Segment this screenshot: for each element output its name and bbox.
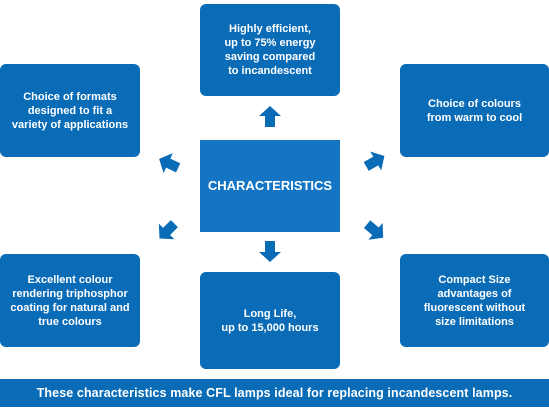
caption-banner: These characteristics make CFL lamps ide…: [0, 379, 549, 407]
arrow-down-icon: [259, 241, 281, 262]
center-characteristics: CHARACTERISTICS: [200, 140, 340, 232]
arrow-down-left-icon: [151, 215, 183, 247]
node-long-life: Long Life, up to 15,000 hours: [200, 272, 340, 369]
node-energy-efficiency: Highly efficient, up to 75% energy savin…: [200, 4, 340, 96]
node-choice-of-formats: Choice of formats designed to fit a vari…: [0, 64, 140, 157]
arrow-up-left-icon: [154, 148, 183, 178]
node-compact-size: Compact Size advantages of fluorescent w…: [400, 254, 549, 347]
arrow-up-icon: [259, 106, 281, 127]
node-colour-rendering: Excellent colour rendering triphosphor c…: [0, 254, 140, 347]
arrow-down-right-icon: [360, 215, 391, 247]
arrow-up-right-icon: [360, 146, 390, 177]
node-choice-of-colours: Choice of colours from warm to cool: [400, 64, 549, 157]
